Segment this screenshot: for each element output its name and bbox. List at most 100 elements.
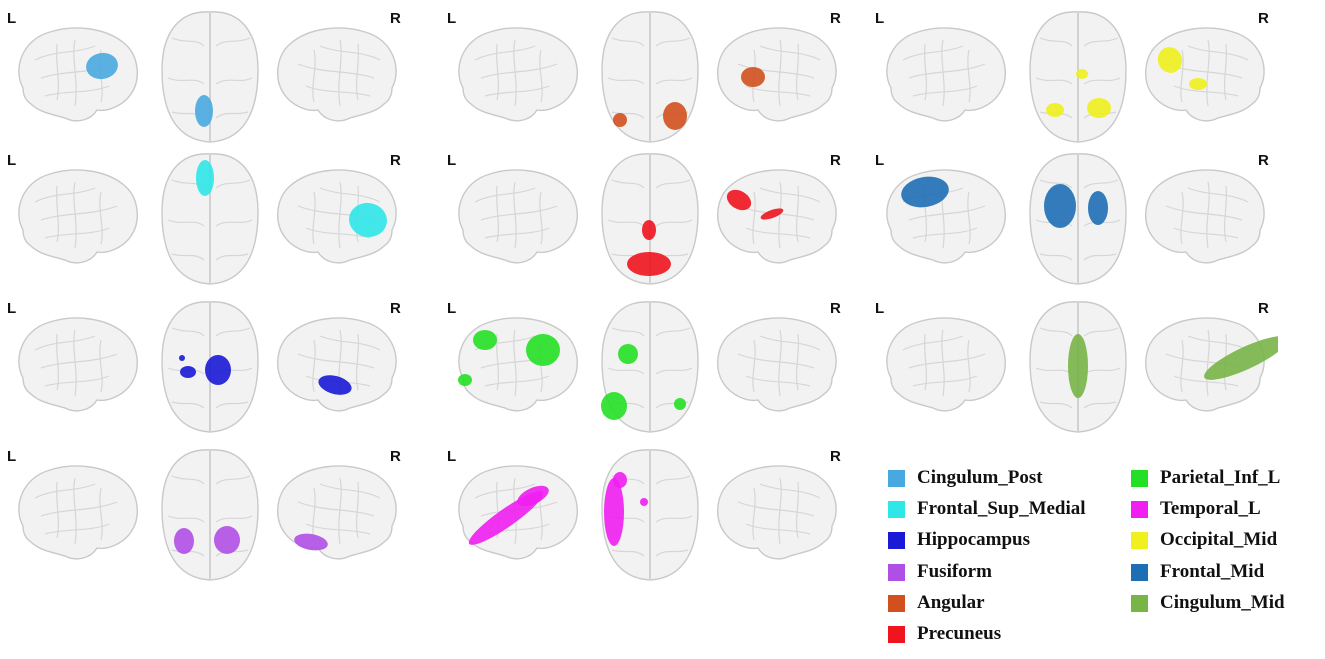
legend-swatch [1131,531,1148,549]
activation-blob [214,526,240,554]
legend-item: Parietal_Inf_L [1131,466,1280,490]
activation-blob [205,355,231,385]
right-hemisphere-label: R [830,300,841,317]
activation-blob [901,176,949,208]
legend-swatch [888,625,905,643]
legend-item: Cingulum_Post [888,466,1043,490]
brain-left-lateral-view [18,169,138,264]
right-hemisphere-label: R [830,152,841,169]
brain-right-lateral-view [277,27,397,122]
activation-blob [604,478,624,546]
activation-blob [1189,78,1207,90]
activation-blob [458,374,472,386]
activation-blob [613,113,627,127]
legend-swatch [1131,469,1148,487]
activation-blob [1088,191,1108,225]
activation-blob [174,528,194,554]
brain-right-lateral-view [717,27,837,122]
activation-blob [760,208,784,220]
activation-blob [179,355,185,361]
activation-blob [726,189,752,211]
brain-top-view [1029,301,1127,433]
activation-blob [627,252,671,276]
brain-top-view [601,153,699,285]
activation-blob [196,160,214,196]
brain-left-lateral-view [886,169,1006,264]
legend-item: Precuneus [888,622,1001,646]
activation-blob [294,533,328,551]
brain-right-lateral-view [717,317,837,412]
legend-item: Frontal_Mid [1131,560,1264,584]
brain-left-lateral-view [458,169,578,264]
brain-top-view [1029,153,1127,285]
brain-right-lateral-view [1145,169,1265,264]
right-hemisphere-label: R [390,300,401,317]
legend-swatch [888,563,905,581]
right-hemisphere-label: R [1258,152,1269,169]
left-hemisphere-label: L [7,300,17,317]
legend-label: Frontal_Sup_Medial [917,498,1086,519]
right-hemisphere-label: R [830,448,841,465]
left-hemisphere-label: L [875,152,885,169]
brain-right-lateral-view [717,465,837,560]
left-hemisphere-label: L [7,10,17,27]
legend-swatch [1131,563,1148,581]
brain-right-lateral-view [1145,27,1265,122]
legend-item: Hippocampus [888,528,1030,552]
brain-right-lateral-view [277,169,397,264]
activation-blob [473,330,497,350]
brain-top-view [1029,11,1127,143]
right-hemisphere-label: R [1258,300,1269,317]
activation-blob [674,398,686,410]
activation-blob [517,485,549,507]
legend-label: Occipital_Mid [1160,529,1278,550]
brain-right-lateral-view [277,465,397,560]
legend-label: Angular [917,592,985,613]
left-hemisphere-label: L [447,448,457,465]
activation-blob [1068,334,1088,398]
activation-blob [741,67,765,87]
legend-swatch [888,469,905,487]
brain-left-lateral-view [458,317,578,412]
activation-blob [1044,184,1076,228]
left-hemisphere-label: L [875,10,885,27]
brain-right-lateral-view [277,317,397,412]
legend-label: Cingulum_Mid [1160,592,1285,613]
activation-blob [642,220,656,240]
legend-item: Frontal_Sup_Medial [888,497,1086,521]
activation-blob [613,472,627,488]
legend-swatch [888,500,905,518]
brain-left-lateral-view [18,465,138,560]
legend-item: Fusiform [888,560,992,584]
legend-item: Cingulum_Mid [1131,591,1285,615]
activation-blob [1076,69,1088,79]
activation-blob [349,202,387,238]
brain-top-view [601,301,699,433]
brain-left-lateral-view [886,317,1006,412]
legend-label: Fusiform [917,561,992,582]
brain-top-view [161,301,259,433]
activation-blob [86,52,118,80]
activation-blob [1157,47,1183,73]
brain-top-view [601,11,699,143]
legend-label: Frontal_Mid [1160,561,1265,582]
brain-left-lateral-view [886,27,1006,122]
left-hemisphere-label: L [447,300,457,317]
right-hemisphere-label: R [830,10,841,27]
activation-blob [1046,103,1064,117]
legend: Cingulum_Post Frontal_Sup_Medial Hippoca… [888,466,1318,656]
right-hemisphere-label: R [1258,10,1269,27]
left-hemisphere-label: L [447,152,457,169]
brain-right-lateral-view [717,169,837,264]
brain-top-view [601,449,699,581]
activation-blob [1204,336,1278,380]
